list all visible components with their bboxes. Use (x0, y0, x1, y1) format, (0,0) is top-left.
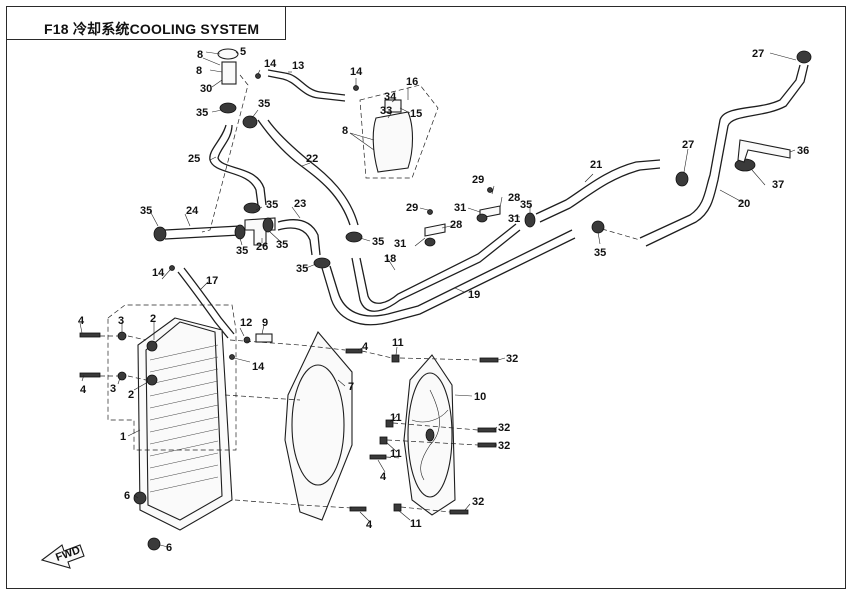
callout-5: 5 (240, 46, 246, 58)
callout-37: 37 (772, 179, 784, 191)
callout-10: 10 (474, 391, 486, 403)
callout-33: 33 (380, 105, 392, 117)
callout-22: 22 (306, 153, 318, 165)
callout-28b: 28 (450, 219, 462, 231)
page-title: F18 冷却系统COOLING SYSTEM (44, 21, 260, 37)
callout-3a: 3 (118, 315, 124, 327)
callout-8b: 8 (196, 65, 202, 77)
fan-shroud (284, 330, 353, 521)
callout-4e: 4 (366, 519, 373, 531)
callout-25: 25 (188, 153, 200, 165)
callout-15: 15 (410, 108, 422, 120)
callout-27a: 27 (682, 139, 694, 151)
callout-35c: 35 (140, 205, 152, 217)
callout-13: 13 (292, 60, 304, 72)
callout-27b: 27 (752, 48, 764, 60)
callout-3b: 3 (110, 383, 116, 395)
callout-7: 7 (348, 381, 354, 393)
hose-22 (257, 119, 351, 226)
callout-32a: 32 (506, 353, 518, 365)
callout-29a: 29 (472, 174, 484, 186)
callout-4c: 4 (362, 341, 369, 353)
callout-6a: 6 (124, 490, 130, 502)
group-bracket-1 (107, 304, 237, 451)
callout-32c: 32 (498, 440, 510, 452)
callout-32b: 32 (498, 422, 510, 434)
callout-4a: 4 (78, 315, 85, 327)
callout-4b: 4 (80, 384, 87, 396)
callout-31b: 31 (508, 213, 520, 225)
callout-35e: 35 (236, 245, 248, 257)
callout-35i: 35 (520, 199, 532, 211)
hose-20 (639, 64, 801, 239)
callout-20: 20 (738, 198, 750, 210)
callout-32d: 32 (472, 496, 484, 508)
callout-35g: 35 (372, 236, 384, 248)
callout-26: 26 (256, 241, 268, 253)
callout-numbers: 5 8 8 30 14 13 14 16 34 33 15 8 35 35 25… (78, 46, 809, 554)
callout-6b: 6 (166, 542, 172, 554)
callout-12: 12 (240, 317, 252, 329)
callout-31c: 31 (394, 238, 406, 250)
fasteners (79, 73, 499, 551)
title-block: F18 冷却系统COOLING SYSTEM (6, 6, 286, 40)
assembly-lines (100, 228, 641, 513)
callout-14d: 14 (252, 361, 265, 373)
callout-24: 24 (186, 205, 199, 217)
callout-14b: 14 (350, 66, 363, 78)
callout-28a: 28 (508, 192, 520, 204)
callout-11b: 11 (390, 412, 402, 424)
callout-35b: 35 (258, 98, 270, 110)
reservoir-cap (384, 99, 402, 113)
hose-24 (164, 225, 241, 231)
callout-11d: 11 (410, 518, 422, 530)
callout-18: 18 (384, 253, 396, 265)
hose-23 (277, 219, 321, 256)
radiator (137, 317, 233, 531)
callout-8: 8 (197, 49, 203, 61)
callout-16: 16 (406, 76, 418, 88)
callout-21: 21 (590, 159, 602, 171)
callout-35f: 35 (276, 239, 288, 251)
callout-14: 14 (264, 58, 277, 70)
callout-14c: 14 (152, 267, 165, 279)
callout-8c: 8 (342, 125, 348, 137)
callout-17: 17 (206, 275, 218, 287)
callout-31a: 31 (454, 202, 466, 214)
callout-35d: 35 (266, 199, 278, 211)
fwd-arrow: FWD (40, 544, 85, 569)
pipe-18 (351, 229, 521, 312)
callout-29b: 29 (406, 202, 418, 214)
callout-23: 23 (294, 198, 306, 210)
callout-2a: 2 (150, 313, 156, 325)
callout-35h: 35 (296, 263, 308, 275)
cooling-fan (403, 354, 456, 516)
reservoir-bottle (372, 111, 414, 173)
callout-36: 36 (797, 145, 809, 157)
hose-17 (177, 271, 229, 339)
callout-19: 19 (468, 289, 480, 301)
radiator-cap (217, 48, 239, 60)
hose-25 (209, 124, 259, 206)
pipe-19 (321, 237, 576, 326)
callout-9: 9 (262, 317, 268, 329)
callout-11c: 11 (390, 448, 402, 460)
hose-13 (267, 69, 346, 96)
group-bracket-30 (201, 74, 249, 233)
callout-30: 30 (200, 83, 212, 95)
callout-2b: 2 (128, 389, 134, 401)
brackets (424, 139, 791, 247)
callout-35a: 35 (196, 107, 208, 119)
group-bracket-16 (359, 84, 439, 179)
callout-34: 34 (384, 91, 397, 103)
hose-21 (539, 167, 661, 223)
callout-1: 1 (120, 431, 126, 443)
filler-neck (221, 61, 237, 85)
callout-4d: 4 (380, 471, 387, 483)
callout-11a: 11 (392, 337, 404, 349)
callout-35j: 35 (594, 247, 606, 259)
leader-lines (79, 51, 797, 548)
